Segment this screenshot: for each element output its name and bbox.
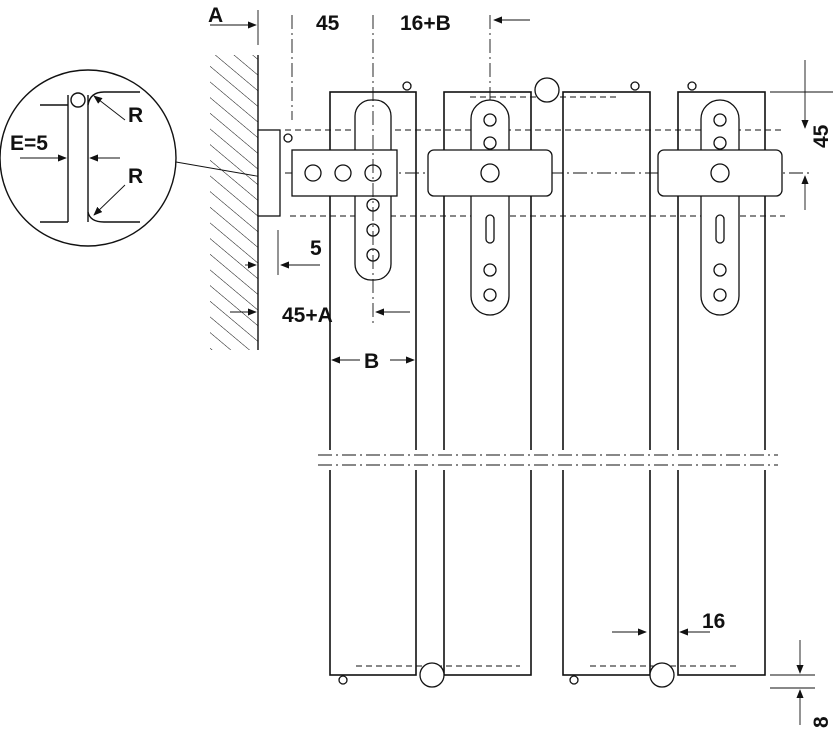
label-45-plus-a: 45+A xyxy=(282,304,333,327)
label-16-plus-b: 16+B xyxy=(400,12,451,35)
label-top-45: 45 xyxy=(316,12,340,35)
wall xyxy=(210,55,259,350)
label-5: 5 xyxy=(310,237,322,260)
label-a: A xyxy=(208,4,223,27)
wall-bracket xyxy=(257,129,281,217)
label-b: B xyxy=(364,350,379,373)
rollers xyxy=(283,77,697,688)
label-8: 8 xyxy=(810,716,833,728)
dimensions xyxy=(210,10,833,725)
label-r-bottom: R xyxy=(128,165,143,188)
label-r-top: R xyxy=(128,104,143,127)
label-e-5: E=5 xyxy=(10,132,48,155)
label-right-45: 45 xyxy=(810,124,833,148)
fitting-center-2 xyxy=(657,99,783,316)
fitting-center-1 xyxy=(427,99,553,316)
label-16: 16 xyxy=(702,610,725,633)
detail-magnifier xyxy=(0,69,272,247)
